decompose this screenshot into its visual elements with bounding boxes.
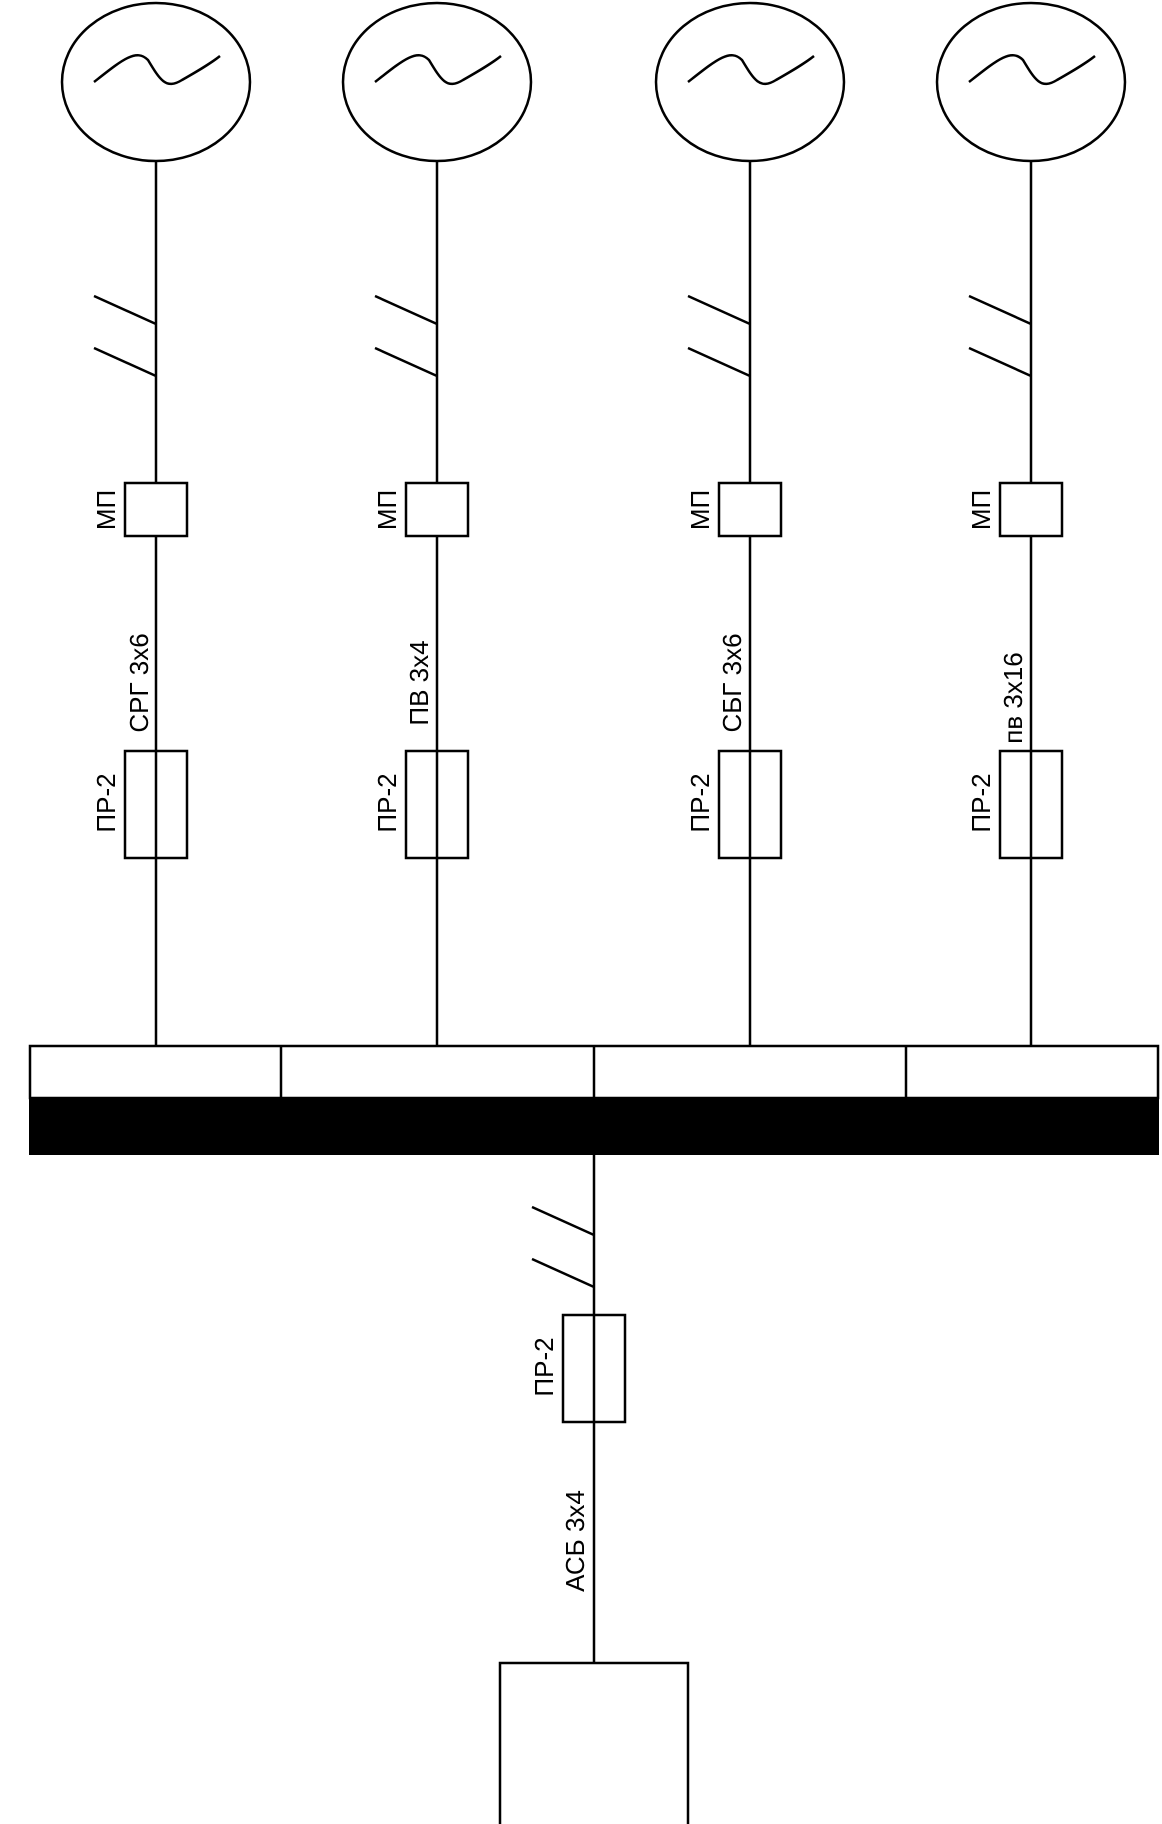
busbar [29, 1098, 1159, 1155]
motor-4-sine-icon [968, 54, 1096, 86]
feeder-1-motor-starter-label: МП [91, 490, 121, 530]
motor-2-sine-icon [374, 54, 502, 86]
feeder-2-tick-1 [374, 294, 438, 326]
feeder-2-fuse-label: ПР-2 [372, 773, 402, 832]
feeder-1-cable-label: СРГ 3х6 [124, 633, 154, 732]
feeder-3-fuse-label: ПР-2 [685, 773, 715, 832]
motor-3-symbol [654, 1, 846, 163]
motor-2-symbol [341, 1, 533, 163]
supply-cable-label: АСБ 3х4 [560, 1490, 590, 1592]
supply-tick-1 [531, 1205, 595, 1237]
feeder-1-motor-starter [123, 481, 189, 538]
feeder-4-cable-label: пв 3х16 [998, 652, 1028, 744]
feeder-2-motor-starter [404, 481, 470, 538]
feeder-4: МП пв 3х16 ПР-2 [935, 1, 1127, 1046]
feeder-3-motor-starter-label: МП [685, 490, 715, 530]
feeder-4-tick-2 [968, 346, 1032, 378]
feeder-4-tick-1 [968, 294, 1032, 326]
feeder-2-tick-2 [374, 346, 438, 378]
feeder-3-motor-starter [717, 481, 783, 538]
power-source-box [498, 1661, 690, 1824]
feeder-3-cable-label: СБГ 3х6 [717, 633, 747, 732]
feeder-3: МП СБГ 3х6 ПР-2 [654, 1, 846, 1046]
feeder-1-tick-2 [93, 346, 157, 378]
feeder-2: МП ПВ 3х4 ПР-2 [341, 1, 533, 1046]
supply-fuse-label: ПР-2 [529, 1337, 559, 1396]
feeder-1: МП СРГ 3х6 ПР-2 [60, 1, 252, 1046]
distribution-panel [28, 1044, 1160, 1155]
supply-line: ПР-2 АСБ 3х4 [498, 1155, 690, 1824]
motor-4-symbol [935, 1, 1127, 163]
feeder-4-fuse-label: ПР-2 [966, 773, 996, 832]
feeder-2-cable-label: ПВ 3х4 [404, 640, 434, 725]
supply-tick-2 [531, 1257, 595, 1289]
motor-3-sine-icon [687, 54, 815, 86]
feeder-2-motor-starter-label: МП [372, 490, 402, 530]
motor-1-symbol [60, 1, 252, 163]
motor-1-sine-icon [93, 54, 221, 86]
feeder-4-motor-starter-label: МП [966, 490, 996, 530]
feeder-3-tick-1 [687, 294, 751, 326]
feeder-1-tick-1 [93, 294, 157, 326]
feeder-1-fuse-label: ПР-2 [91, 773, 121, 832]
feeder-4-motor-starter [998, 481, 1064, 538]
feeder-3-tick-2 [687, 346, 751, 378]
